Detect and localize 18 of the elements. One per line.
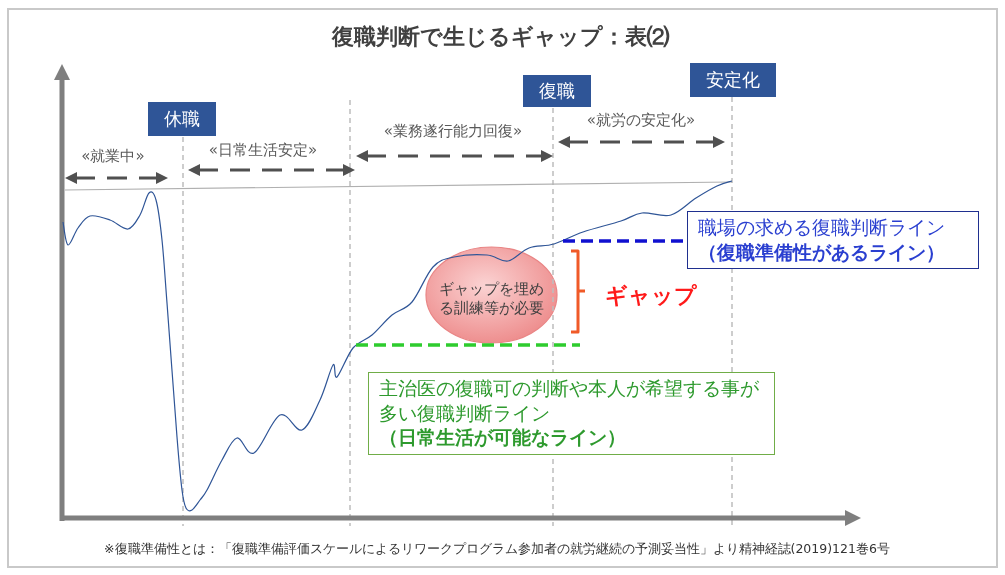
note-text: 主治医の復職可の判断や本人が希望する事が多い復職判断ライン xyxy=(379,376,760,426)
note-emphasis: （日常生活が可能なライン） xyxy=(379,425,627,451)
footnote: ※復職準備性とは：「復職準備評価スケールによるリワークプログラム参加者の就労継続の予測妥当性」より精神経誌(2019)121巻6号 xyxy=(104,540,890,556)
note-emphasis: （復職準備性があるライン） xyxy=(698,239,946,265)
label-box: 復職 xyxy=(523,75,591,107)
callout-ellipse xyxy=(425,246,558,344)
note-box xyxy=(687,211,979,269)
period-label: «就労の安定化» xyxy=(586,111,696,129)
period-label: «業務遂行能力回復» xyxy=(383,122,523,140)
note-text: 職場の求める復職判断ライン xyxy=(698,215,946,240)
period-label: «日常生活安定» xyxy=(208,141,318,159)
gap-label: ギャップ xyxy=(605,282,697,310)
label-box: 休職 xyxy=(148,102,216,136)
title: 復職判断で生じるギャップ：表⑵ xyxy=(331,23,669,51)
note-box xyxy=(368,372,775,455)
period-label: «就業中» xyxy=(81,147,145,165)
bubble-text: ギャップを埋める訓練等が必要 xyxy=(438,279,545,319)
label-box: 安定化 xyxy=(690,63,776,97)
